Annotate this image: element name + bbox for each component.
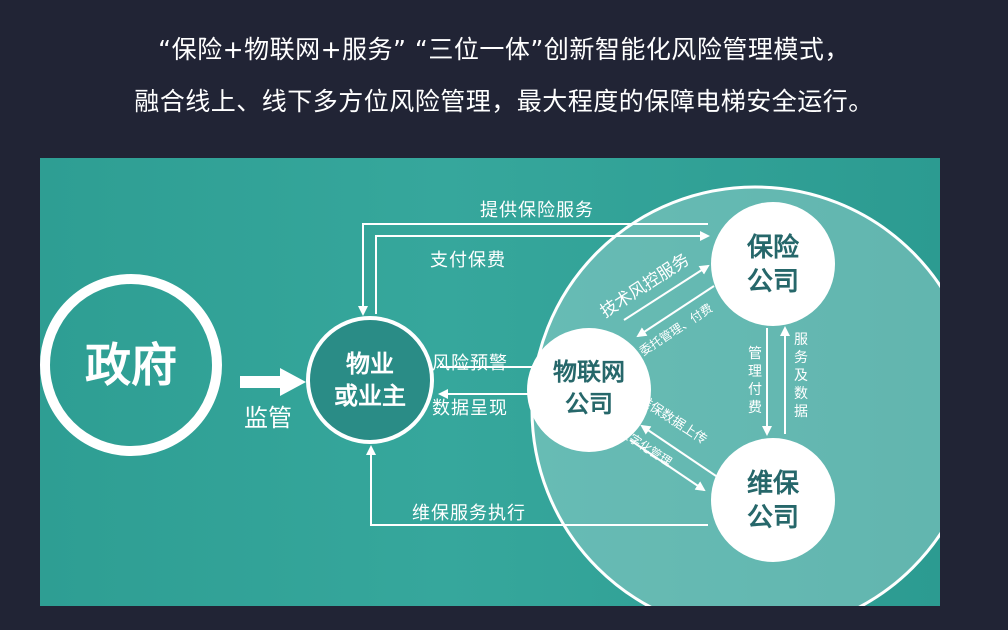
svg-text:管: 管 (748, 346, 762, 362)
supervise-label: 监管 (244, 404, 292, 432)
government-node (40, 274, 222, 456)
service-data-label: 服 务 及 数 据 (794, 332, 808, 420)
svg-text:理: 理 (748, 364, 762, 380)
iot-node (527, 328, 651, 452)
insurance-label-line1: 保险 (746, 232, 800, 263)
provide-insurance-label: 提供保险服务 (480, 200, 594, 221)
iot-insurance-arrows (623, 264, 715, 338)
svg-text:务: 务 (794, 350, 808, 366)
insurance-label-line2: 公司 (747, 267, 799, 297)
svg-text:服: 服 (794, 332, 808, 348)
property-node (306, 316, 434, 444)
property-label-line2: 或业主 (334, 382, 406, 410)
provide-insurance-arrow (358, 223, 708, 316)
government-label: 政府 (85, 338, 177, 392)
maintenance-label-line1: 维保 (747, 468, 800, 499)
svg-text:费: 费 (748, 400, 762, 416)
maintenance-label-line2: 公司 (747, 503, 799, 533)
risk-management-diagram: 政府 监管 物业 或业主 提供保险服务 支付保费 维保服务执行 风险预警 (40, 185, 940, 606)
data-present-label: 数据呈现 (432, 398, 508, 419)
iot-maintenance-arrows (629, 424, 717, 492)
maintenance-exec-label: 维保服务执行 (412, 503, 526, 524)
manage-pay-label: 管 理 付 费 (748, 346, 762, 416)
insurance-maintenance-arrows (762, 326, 790, 436)
svg-text:据: 据 (794, 404, 808, 420)
maintenance-exec-arrow (366, 445, 708, 526)
headline-line-2: 融合线上、线下多方位风险管理，最大程度的保障电梯安全运行。 (134, 87, 874, 116)
svg-text:数: 数 (794, 386, 808, 402)
svg-text:及: 及 (794, 368, 808, 384)
headline-line-1: “保险+物联网+服务” “三位一体”创新智能化风险管理模式， (158, 35, 850, 64)
iot-label-line1: 物联网 (553, 358, 625, 386)
insurance-node (711, 202, 835, 326)
pay-premium-label: 支付保费 (430, 250, 506, 271)
supervise-arrow (240, 368, 306, 396)
risk-data-arrows (438, 366, 532, 399)
svg-text:付: 付 (748, 382, 762, 398)
iot-label-line2: 公司 (565, 390, 613, 418)
property-label-line1: 物业 (346, 350, 394, 378)
diagram-panel: 政府 监管 物业 或业主 提供保险服务 支付保费 维保服务执行 风险预警 (40, 158, 940, 606)
pay-premium-arrow (375, 231, 710, 314)
maintenance-node (711, 438, 835, 562)
risk-warning-label: 风险预警 (432, 353, 508, 374)
